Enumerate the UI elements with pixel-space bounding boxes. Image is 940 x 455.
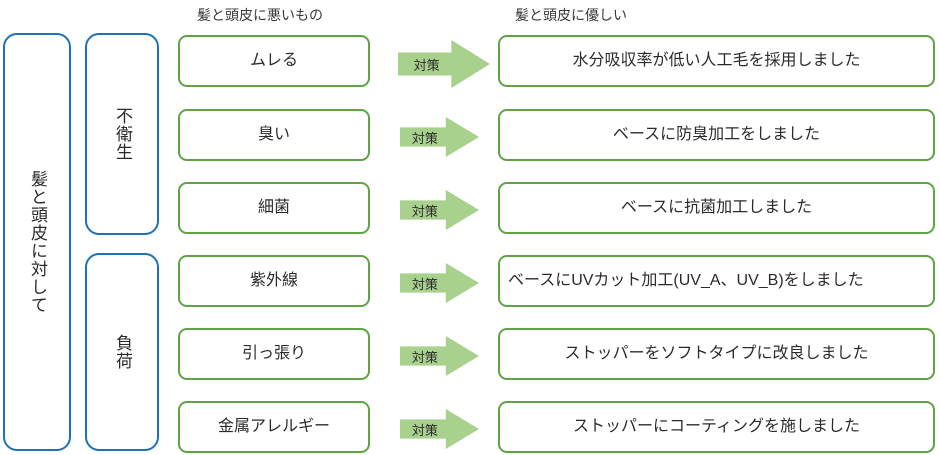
problem-box: 紫外線 bbox=[178, 255, 370, 307]
arrow-label: 対策 bbox=[411, 130, 438, 146]
countermeasure-arrow: 対策 bbox=[400, 409, 479, 449]
category-box-load: 負荷 bbox=[85, 253, 159, 451]
problem-label: 紫外線 bbox=[249, 272, 298, 290]
solution-label: 水分吸収率が低い人工毛を採用しました bbox=[572, 52, 861, 70]
arrow-label: 対策 bbox=[411, 349, 438, 365]
countermeasure-arrow: 対策 bbox=[400, 336, 479, 376]
problem-label: 臭い bbox=[257, 126, 290, 144]
column-header-problems: 髪と頭皮に悪いもの bbox=[197, 7, 323, 23]
solution-box: ベースに抗菌加工しました bbox=[498, 182, 935, 234]
countermeasure-arrow: 対策 bbox=[400, 190, 479, 230]
problem-label: 金属アレルギー bbox=[217, 418, 330, 436]
category-label-load: 負荷 bbox=[113, 334, 133, 370]
column-header-solutions: 髪と頭皮に優しい bbox=[515, 7, 627, 23]
solution-box: ストッパーをソフトタイプに改良しました bbox=[498, 328, 935, 380]
problem-label: 細菌 bbox=[257, 199, 290, 217]
category-box-unhygienic: 不衛生 bbox=[85, 33, 159, 235]
problem-box: 引っ張り bbox=[178, 328, 370, 380]
solution-label: ベースに防臭加工をしました bbox=[612, 126, 821, 144]
solution-box: ベースに防臭加工をしました bbox=[498, 109, 935, 161]
solution-label: ストッパーにコーティングを施しました bbox=[572, 418, 861, 436]
arrow-label: 対策 bbox=[411, 276, 438, 292]
scope-box: 髪と頭皮に対して bbox=[3, 33, 71, 451]
scope-label: 髪と頭皮に対して bbox=[28, 170, 48, 314]
arrow-label: 対策 bbox=[411, 422, 438, 438]
arrow-label: 対策 bbox=[411, 203, 438, 219]
solution-label: ストッパーをソフトタイプに改良しました bbox=[564, 345, 869, 363]
countermeasure-arrow: 対策 bbox=[398, 40, 490, 88]
problem-label: ムレる bbox=[249, 52, 298, 70]
arrow-label: 対策 bbox=[413, 57, 440, 73]
problem-box: 金属アレルギー bbox=[178, 401, 370, 453]
problem-box: ムレる bbox=[178, 35, 370, 87]
solution-box: ベースにUVカット加工(UV_A、UV_B)をしました bbox=[498, 255, 935, 307]
solution-label: ベースにUVカット加工(UV_A、UV_B)をしました bbox=[508, 272, 864, 290]
problem-box: 臭い bbox=[178, 109, 370, 161]
category-label-unhygienic: 不衛生 bbox=[113, 107, 133, 161]
solution-label: ベースに抗菌加工しました bbox=[620, 199, 813, 217]
countermeasure-arrow: 対策 bbox=[400, 263, 479, 303]
problem-label: 引っ張り bbox=[241, 345, 306, 363]
problem-box: 細菌 bbox=[178, 182, 370, 234]
countermeasure-arrow: 対策 bbox=[400, 117, 479, 157]
solution-box: ストッパーにコーティングを施しました bbox=[498, 401, 935, 453]
solution-box: 水分吸収率が低い人工毛を採用しました bbox=[498, 35, 935, 87]
